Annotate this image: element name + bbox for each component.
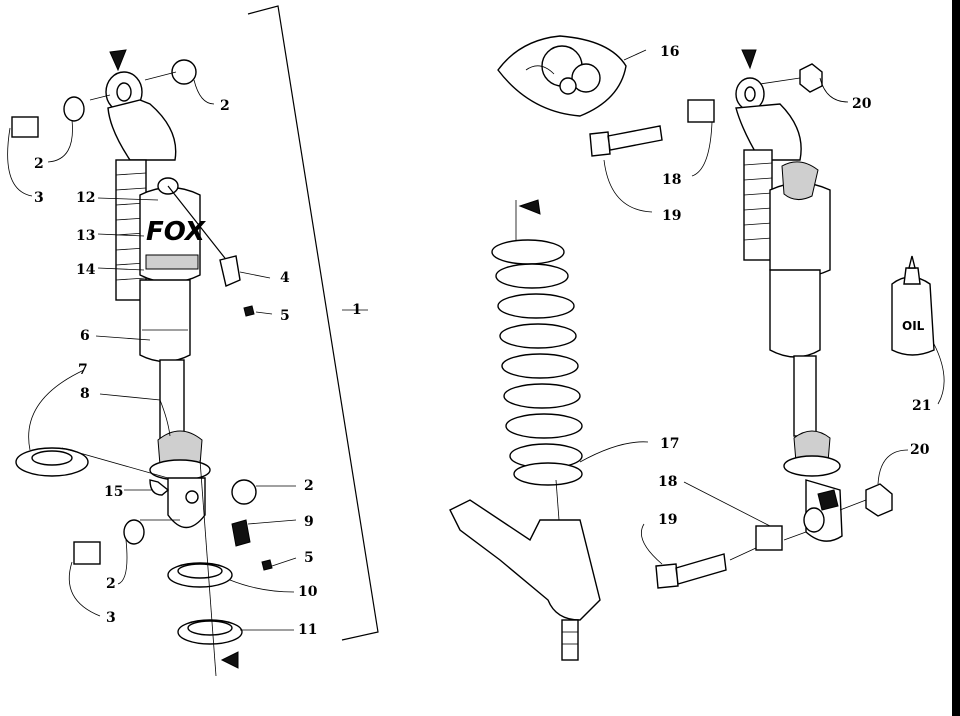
callout-11: 11 xyxy=(298,622,317,638)
callout-16: 16 xyxy=(660,44,679,60)
callout-19: 19 xyxy=(662,208,681,224)
callout-6: 6 xyxy=(80,328,90,344)
callout-12: 12 xyxy=(76,190,95,206)
callout-13: 13 xyxy=(76,228,95,244)
callout-20: 20 xyxy=(852,96,872,112)
vehicle-frame-bracket xyxy=(449,499,601,621)
part-5-screw-upper xyxy=(243,305,255,317)
bushings-top-left xyxy=(11,59,197,138)
callout-2: 2 xyxy=(220,98,230,114)
oil-bottle: OIL xyxy=(891,255,945,405)
callout-18: 18 xyxy=(662,172,681,188)
callout-2: 2 xyxy=(304,478,314,494)
right-bottom-hardware xyxy=(640,449,909,589)
callout-21: 21 xyxy=(912,398,931,414)
part-15-clip xyxy=(149,479,170,496)
right-shock-assembly: OIL xyxy=(589,49,945,589)
arrow-triangle-icon xyxy=(518,199,541,215)
right-top-hardware xyxy=(589,63,849,213)
shock-shaft xyxy=(159,359,185,441)
callout-14: 14 xyxy=(76,262,96,278)
left-shock-assembly: FOX xyxy=(7,5,379,677)
part-4-cap xyxy=(219,255,241,287)
shock-body-upper xyxy=(107,99,177,161)
callout-2: 2 xyxy=(34,156,44,172)
callout-2: 2 xyxy=(106,576,116,592)
callout-20: 20 xyxy=(910,442,930,458)
leader-lines-left xyxy=(7,71,368,631)
part-19-bolt-lower xyxy=(655,553,727,589)
callout-17: 17 xyxy=(660,436,679,452)
part-9-knob xyxy=(231,519,251,547)
callout-1: 1 xyxy=(352,302,362,318)
part-19-bolt-upper xyxy=(589,125,663,157)
callout-5: 5 xyxy=(304,550,314,566)
arrow-triangle-icon xyxy=(741,49,757,70)
callout-labels: 1 2 2 2 2 3 3 4 5 5 6 7 8 9 10 11 12 13 … xyxy=(34,44,931,638)
callout-7: 7 xyxy=(78,362,88,378)
shock-body-lower xyxy=(139,279,191,363)
arrow-triangle-icon xyxy=(109,49,127,72)
callout-3: 3 xyxy=(106,610,116,626)
callout-10: 10 xyxy=(298,584,318,600)
right-edge-bar xyxy=(952,0,960,716)
callout-8: 8 xyxy=(80,386,90,402)
spring-coils-right xyxy=(743,149,773,261)
arrow-triangle-icon xyxy=(220,651,239,669)
callout-5: 5 xyxy=(280,308,290,324)
middle-spring-assembly xyxy=(449,35,649,661)
part-5-screw-lower xyxy=(261,559,273,571)
callout-19: 19 xyxy=(658,512,677,528)
callout-3: 3 xyxy=(34,190,44,206)
callout-15: 15 xyxy=(104,484,123,500)
fox-logo: FOX xyxy=(146,217,207,247)
callout-18: 18 xyxy=(658,474,677,490)
coil-spring xyxy=(491,239,583,486)
oil-bottle-label: OIL xyxy=(902,319,925,333)
callout-4: 4 xyxy=(280,270,290,286)
assembly-bracket xyxy=(247,5,379,641)
callout-9: 9 xyxy=(304,514,314,530)
bushings-bottom-left xyxy=(73,479,257,565)
lower-eye xyxy=(167,477,206,529)
